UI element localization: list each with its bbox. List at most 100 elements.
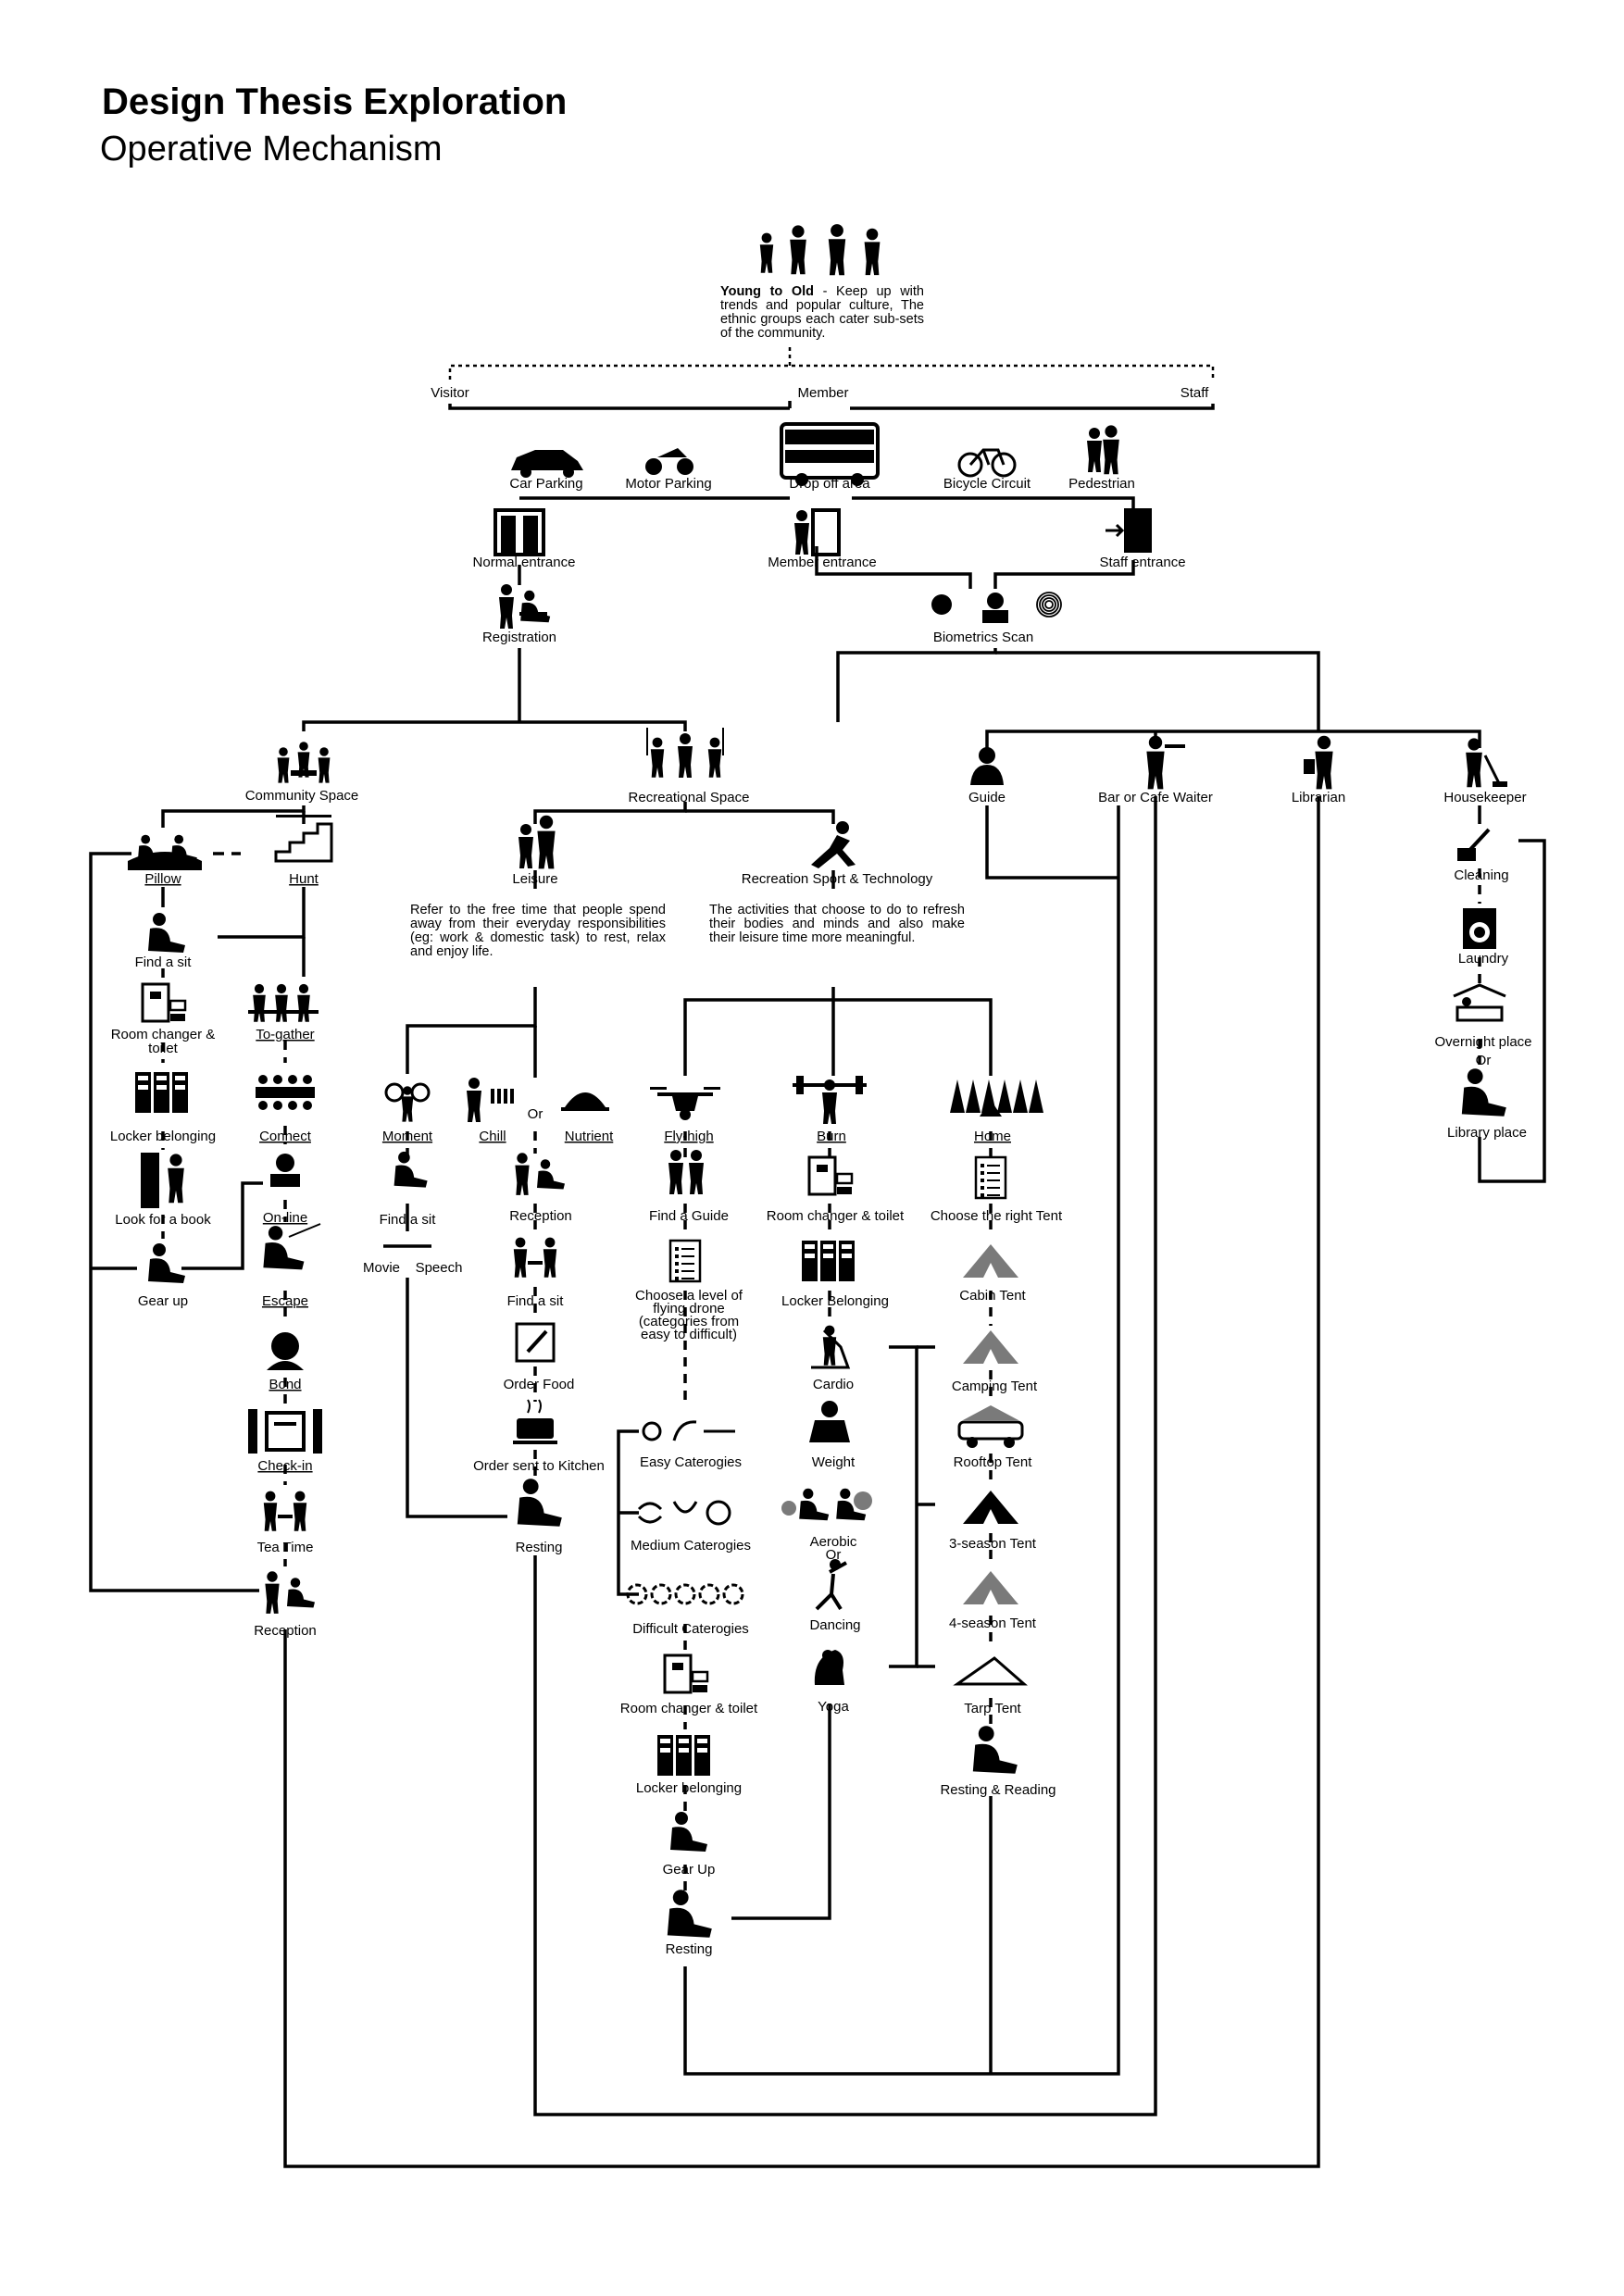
moment-icon — [384, 1082, 431, 1122]
member-door-icon — [794, 508, 841, 556]
nutrient-icon — [561, 1092, 609, 1111]
label-rooftop-tent: Rooftop Tent — [954, 1454, 1033, 1470]
connector-13 — [995, 651, 1320, 731]
label-room-changer-toilet: Room changer &toilet — [111, 1027, 216, 1056]
gear-up-icon — [148, 1243, 185, 1283]
label-cabin-tent: Cabin Tent — [959, 1288, 1026, 1304]
label-car-parking: Car Parking — [509, 476, 582, 492]
label-gear-up-2: Gear Up — [663, 1862, 716, 1878]
label-burn: Burn — [817, 1129, 846, 1144]
difficult-arrows-icon — [626, 1583, 744, 1605]
connector-14 — [302, 720, 687, 731]
label-registration: Registration — [482, 630, 556, 645]
label-speech: Speech — [416, 1260, 463, 1276]
label-bond: Bond — [269, 1377, 301, 1392]
label-leisure: Leisure — [512, 871, 557, 887]
connector-34 — [222, 1181, 263, 1270]
waiter-icon — [1146, 735, 1185, 790]
easy-arrows-icon — [642, 1420, 735, 1441]
connector-36 — [89, 852, 259, 1592]
connector-lines — [89, 347, 1546, 2168]
label-find-a-guide: Find a Guide — [649, 1208, 729, 1224]
label-locker-belonging-3: Locker Belonging — [781, 1293, 889, 1309]
connector-9 — [993, 560, 1135, 589]
intro-lead: Young to Old — [720, 284, 815, 299]
label-look-for-a-book: Look for a book — [115, 1212, 211, 1228]
connector-53 — [683, 987, 835, 1076]
connector-2 — [448, 364, 1215, 380]
burn-weights-icon — [793, 1076, 867, 1124]
label-order-food: Order Food — [504, 1377, 575, 1392]
four-season-tent-icon — [963, 1571, 1018, 1604]
label-locker-belonging-2: Locker belonging — [636, 1780, 742, 1796]
icon-layer — [128, 224, 1507, 1938]
bicycle-icon — [957, 448, 1017, 478]
staff-door-icon — [1106, 508, 1152, 553]
label-aerobic: Aerobic — [810, 1534, 857, 1550]
label-3-season-tent: 3-season Tent — [949, 1536, 1037, 1552]
community-group-icon — [277, 742, 331, 783]
label-difficult-caterogies: Difficult Caterogies — [632, 1621, 749, 1637]
yoga-icon — [814, 1650, 844, 1685]
label-easy-caterogies: Easy Caterogies — [640, 1454, 742, 1470]
label-gear-up: Gear up — [138, 1293, 188, 1309]
connector-83 — [985, 805, 1118, 880]
label-4-season-tent: 4-season Tent — [949, 1616, 1037, 1631]
label-locker-belonging: Locker belonging — [110, 1129, 216, 1144]
walker-young-icon — [759, 232, 774, 273]
reception-icon-2 — [515, 1153, 565, 1195]
pillow-icon — [128, 834, 202, 870]
resting-icon-1 — [517, 1479, 562, 1527]
label-pedestrian: Pedestrian — [1068, 476, 1135, 492]
label-movie: Movie — [363, 1260, 400, 1276]
leisure-family-icon — [518, 815, 556, 869]
walker-mature-icon — [828, 224, 846, 276]
bookshelf-icon — [141, 1153, 184, 1208]
librarian-icon — [1304, 735, 1333, 790]
to-gather-icon — [248, 983, 319, 1022]
find-sit-icon-3 — [513, 1237, 557, 1278]
label-choose-the-right-tent: Choose the right Tent — [931, 1208, 1063, 1224]
label-chill: Chill — [479, 1129, 506, 1144]
label-reception-1: Reception — [254, 1623, 317, 1639]
label-cardio: Cardio — [813, 1377, 854, 1392]
label-staff: Staff — [1181, 385, 1209, 401]
resting-reading-icon — [972, 1726, 1018, 1774]
locker-icon-1 — [135, 1072, 188, 1113]
check-in-icon — [248, 1409, 322, 1454]
label-moment: Moment — [382, 1129, 433, 1144]
label-on-line: On-line — [263, 1210, 307, 1226]
housekeeper-icon — [1466, 738, 1507, 788]
drone-icon — [650, 1087, 720, 1120]
label-housekeeper: Housekeeper — [1443, 790, 1526, 805]
bond-icon — [267, 1332, 304, 1370]
camping-tent-icon — [963, 1330, 1018, 1364]
connector-85 — [283, 796, 1320, 2168]
connector-68 — [889, 1345, 918, 1668]
label-overnight-place: Overnight place — [1434, 1034, 1531, 1050]
choose-tent-icon — [974, 1155, 1007, 1200]
connector-51 — [406, 1278, 507, 1518]
label-camping-tent: Camping Tent — [952, 1379, 1038, 1394]
gear-up-icon-2 — [670, 1812, 707, 1852]
connector-54 — [833, 998, 993, 1076]
label-resting-reading: Resting & Reading — [940, 1782, 1056, 1798]
find-sit-icon — [148, 913, 185, 953]
label-community-space: Community Space — [245, 788, 359, 804]
connector-4 — [850, 404, 1215, 410]
forest-tent-icon — [950, 1079, 1043, 1117]
registration-icon — [499, 584, 551, 629]
label-motor-parking: Motor Parking — [625, 476, 711, 492]
room-changer-icon-2 — [663, 1653, 709, 1694]
label-normal-entrance: Normal entrance — [473, 555, 576, 570]
page-subtitle: Operative Mechanism — [100, 130, 443, 168]
label-cleaning: Cleaning — [1454, 867, 1508, 883]
label-find-a-sit: Find a sit — [135, 955, 193, 970]
connector-17 — [161, 805, 306, 828]
label-find-a-sit-3: Find a sit — [507, 1293, 565, 1309]
dancing-icon — [815, 1559, 847, 1611]
tea-time-icon — [263, 1491, 307, 1531]
label-guide: Guide — [968, 790, 1006, 805]
